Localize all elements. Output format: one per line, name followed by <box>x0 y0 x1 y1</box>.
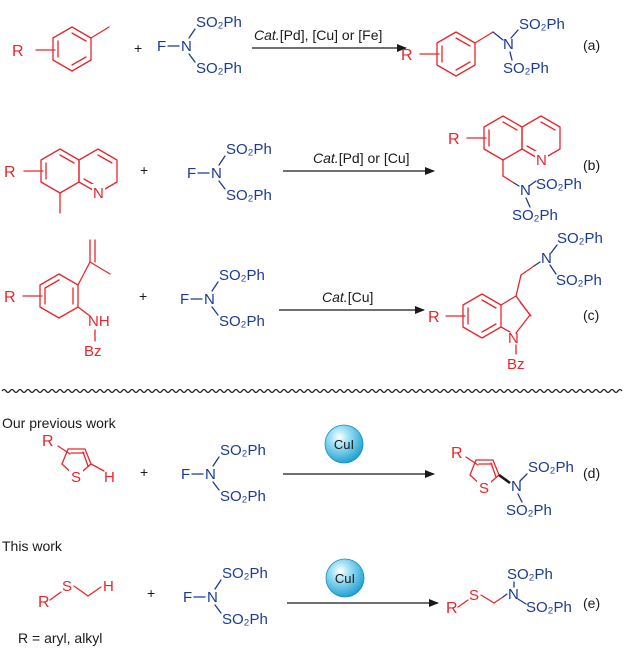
sulfonyl-group: SO₂Ph <box>220 442 266 459</box>
nitrogen-atom: N <box>211 165 222 182</box>
catalyst-label: CuI <box>335 571 355 586</box>
fluorine-atom: F <box>180 291 189 308</box>
benzoyl-group: Bz <box>84 343 102 360</box>
nitrogen-atom: N <box>207 589 218 606</box>
nitrogen-atom: N <box>181 38 192 55</box>
sulfonyl-group: SO₂Ph <box>503 60 549 77</box>
plus-sign: + <box>139 288 147 304</box>
substituent-r: R <box>38 594 50 611</box>
fluorine-atom: F <box>181 466 190 483</box>
plus-sign: + <box>140 464 148 480</box>
fluorine-atom: F <box>157 38 166 55</box>
sulfonyl-group: SO₂Ph <box>507 566 553 583</box>
reaction-label: (b) <box>583 157 600 173</box>
sulfonyl-group: SO₂Ph <box>219 267 265 284</box>
substrate-d: S H R <box>42 433 115 486</box>
sulfonyl-group: SO₂Ph <box>222 565 268 582</box>
substrate-b: R N <box>4 148 118 214</box>
product-c: N Bz R N SO₂Ph SO₂Ph <box>428 230 603 373</box>
catalyst-label: CuI <box>334 437 354 452</box>
nfsi-reagent-b: F N SO₂Ph SO₂Ph <box>187 141 272 204</box>
benzoyl-group: Bz <box>507 356 525 373</box>
sulfur-atom: S <box>479 480 489 497</box>
product-d: S R N SO₂Ph SO₂Ph <box>451 445 574 519</box>
plus-sign: + <box>140 162 148 178</box>
nitrogen-atom: N <box>511 478 522 495</box>
sulfur-atom: S <box>62 578 72 595</box>
nfsi-reagent-d: F N SO₂Ph SO₂Ph <box>181 442 266 505</box>
nfsi-reagent-a: F N SO₂Ph SO₂Ph <box>157 14 242 77</box>
substituent-r: R <box>12 43 24 60</box>
sulfonyl-group: SO₂Ph <box>226 141 272 158</box>
nfsi-reagent-c: F N SO₂Ph SO₂Ph <box>180 267 265 330</box>
sulfur-atom: S <box>469 587 479 604</box>
substituent-r: R <box>448 131 460 148</box>
section-heading: Our previous work <box>2 415 117 431</box>
nitrogen-atom: N <box>503 36 514 53</box>
substituent-r: R <box>428 309 440 326</box>
reaction-a: R + F N SO₂Ph SO₂Ph Cat.[Pd], [Cu] or [F… <box>12 14 600 77</box>
reaction-conditions: Cat.[Cu] <box>322 289 373 305</box>
catalyst-sphere-icon: CuI <box>325 558 365 598</box>
sulfonyl-group: SO₂Ph <box>506 502 552 519</box>
sulfonyl-group: SO₂Ph <box>526 599 572 616</box>
sulfonyl-group: SO₂Ph <box>219 313 265 330</box>
sulfonyl-group: SO₂Ph <box>512 207 558 224</box>
substrate-a: R <box>12 26 110 72</box>
sulfonyl-group: SO₂Ph <box>557 230 603 247</box>
substituent-r: R <box>451 445 463 462</box>
hydrogen-atom: H <box>104 469 115 486</box>
substituent-r: R <box>4 164 16 181</box>
nfsi-reagent-e: F N SO₂Ph SO₂Ph <box>183 565 268 628</box>
substituent-definition: R = aryl, alkyl <box>18 630 102 646</box>
fluorine-atom: F <box>187 165 196 182</box>
sulfonyl-group: SO₂Ph <box>528 459 574 476</box>
sulfonyl-group: SO₂Ph <box>536 176 582 193</box>
sulfonyl-group: SO₂Ph <box>556 272 602 289</box>
product-e: R S N SO₂Ph SO₂Ph <box>446 566 572 617</box>
reaction-conditions: Cat.[Pd], [Cu] or [Fe] <box>254 27 382 43</box>
substrate-e: R S H <box>38 578 114 611</box>
nitrogen-atom: N <box>536 152 547 169</box>
substituent-r: R <box>446 600 458 617</box>
sulfonyl-group: SO₂Ph <box>220 488 266 505</box>
reaction-e: This work R S H + F N SO₂Ph SO₂Ph CuI <box>2 538 600 646</box>
nitrogen-atom: N <box>508 586 519 603</box>
substrate-c: R NH Bz <box>4 239 111 360</box>
sulfonyl-group: SO₂Ph <box>196 14 242 31</box>
substituent-r: R <box>42 433 54 450</box>
nitrogen-atom: N <box>520 182 531 199</box>
sulfonyl-group: SO₂Ph <box>222 611 268 628</box>
nitrogen-atom: N <box>541 250 552 267</box>
sulfonyl-group: SO₂Ph <box>196 60 242 77</box>
sulfonyl-group: SO₂Ph <box>519 16 565 33</box>
reaction-label: (d) <box>583 465 600 481</box>
nitrogen-atom: N <box>93 185 104 202</box>
substituent-r: R <box>401 47 413 64</box>
plus-sign: + <box>134 40 142 56</box>
sulfur-atom: S <box>71 469 81 486</box>
product-a: R N SO₂Ph SO₂Ph <box>401 16 565 77</box>
reaction-conditions: Cat.[Pd] or [Cu] <box>313 150 410 166</box>
reaction-label: (e) <box>583 595 600 611</box>
fluorine-atom: F <box>183 589 192 606</box>
nitrogen-atom: N <box>204 291 215 308</box>
catalyst-sphere-icon: CuI <box>324 424 364 464</box>
section-heading: This work <box>2 538 63 554</box>
section-divider <box>1 388 623 394</box>
amine-nh: NH <box>88 313 110 330</box>
plus-sign: + <box>147 585 155 601</box>
product-b: R N N SO₂Ph SO₂Ph <box>448 115 582 224</box>
hydrogen-atom: H <box>103 578 114 595</box>
reaction-b: R N + F N SO₂Ph SO₂Ph Cat.[Pd] or [Cu] R <box>4 115 600 224</box>
nitrogen-atom: N <box>508 330 519 347</box>
nitrogen-atom: N <box>205 466 216 483</box>
reaction-c: R NH Bz + F N SO₂Ph SO₂Ph Cat.[Cu] <box>4 230 603 373</box>
substituent-r: R <box>4 289 16 306</box>
reaction-d: Our previous work S H R + F N SO₂Ph SO₂P… <box>2 415 600 519</box>
reaction-label: (a) <box>583 37 600 53</box>
reaction-label: (c) <box>583 307 599 323</box>
sulfonyl-group: SO₂Ph <box>226 187 272 204</box>
